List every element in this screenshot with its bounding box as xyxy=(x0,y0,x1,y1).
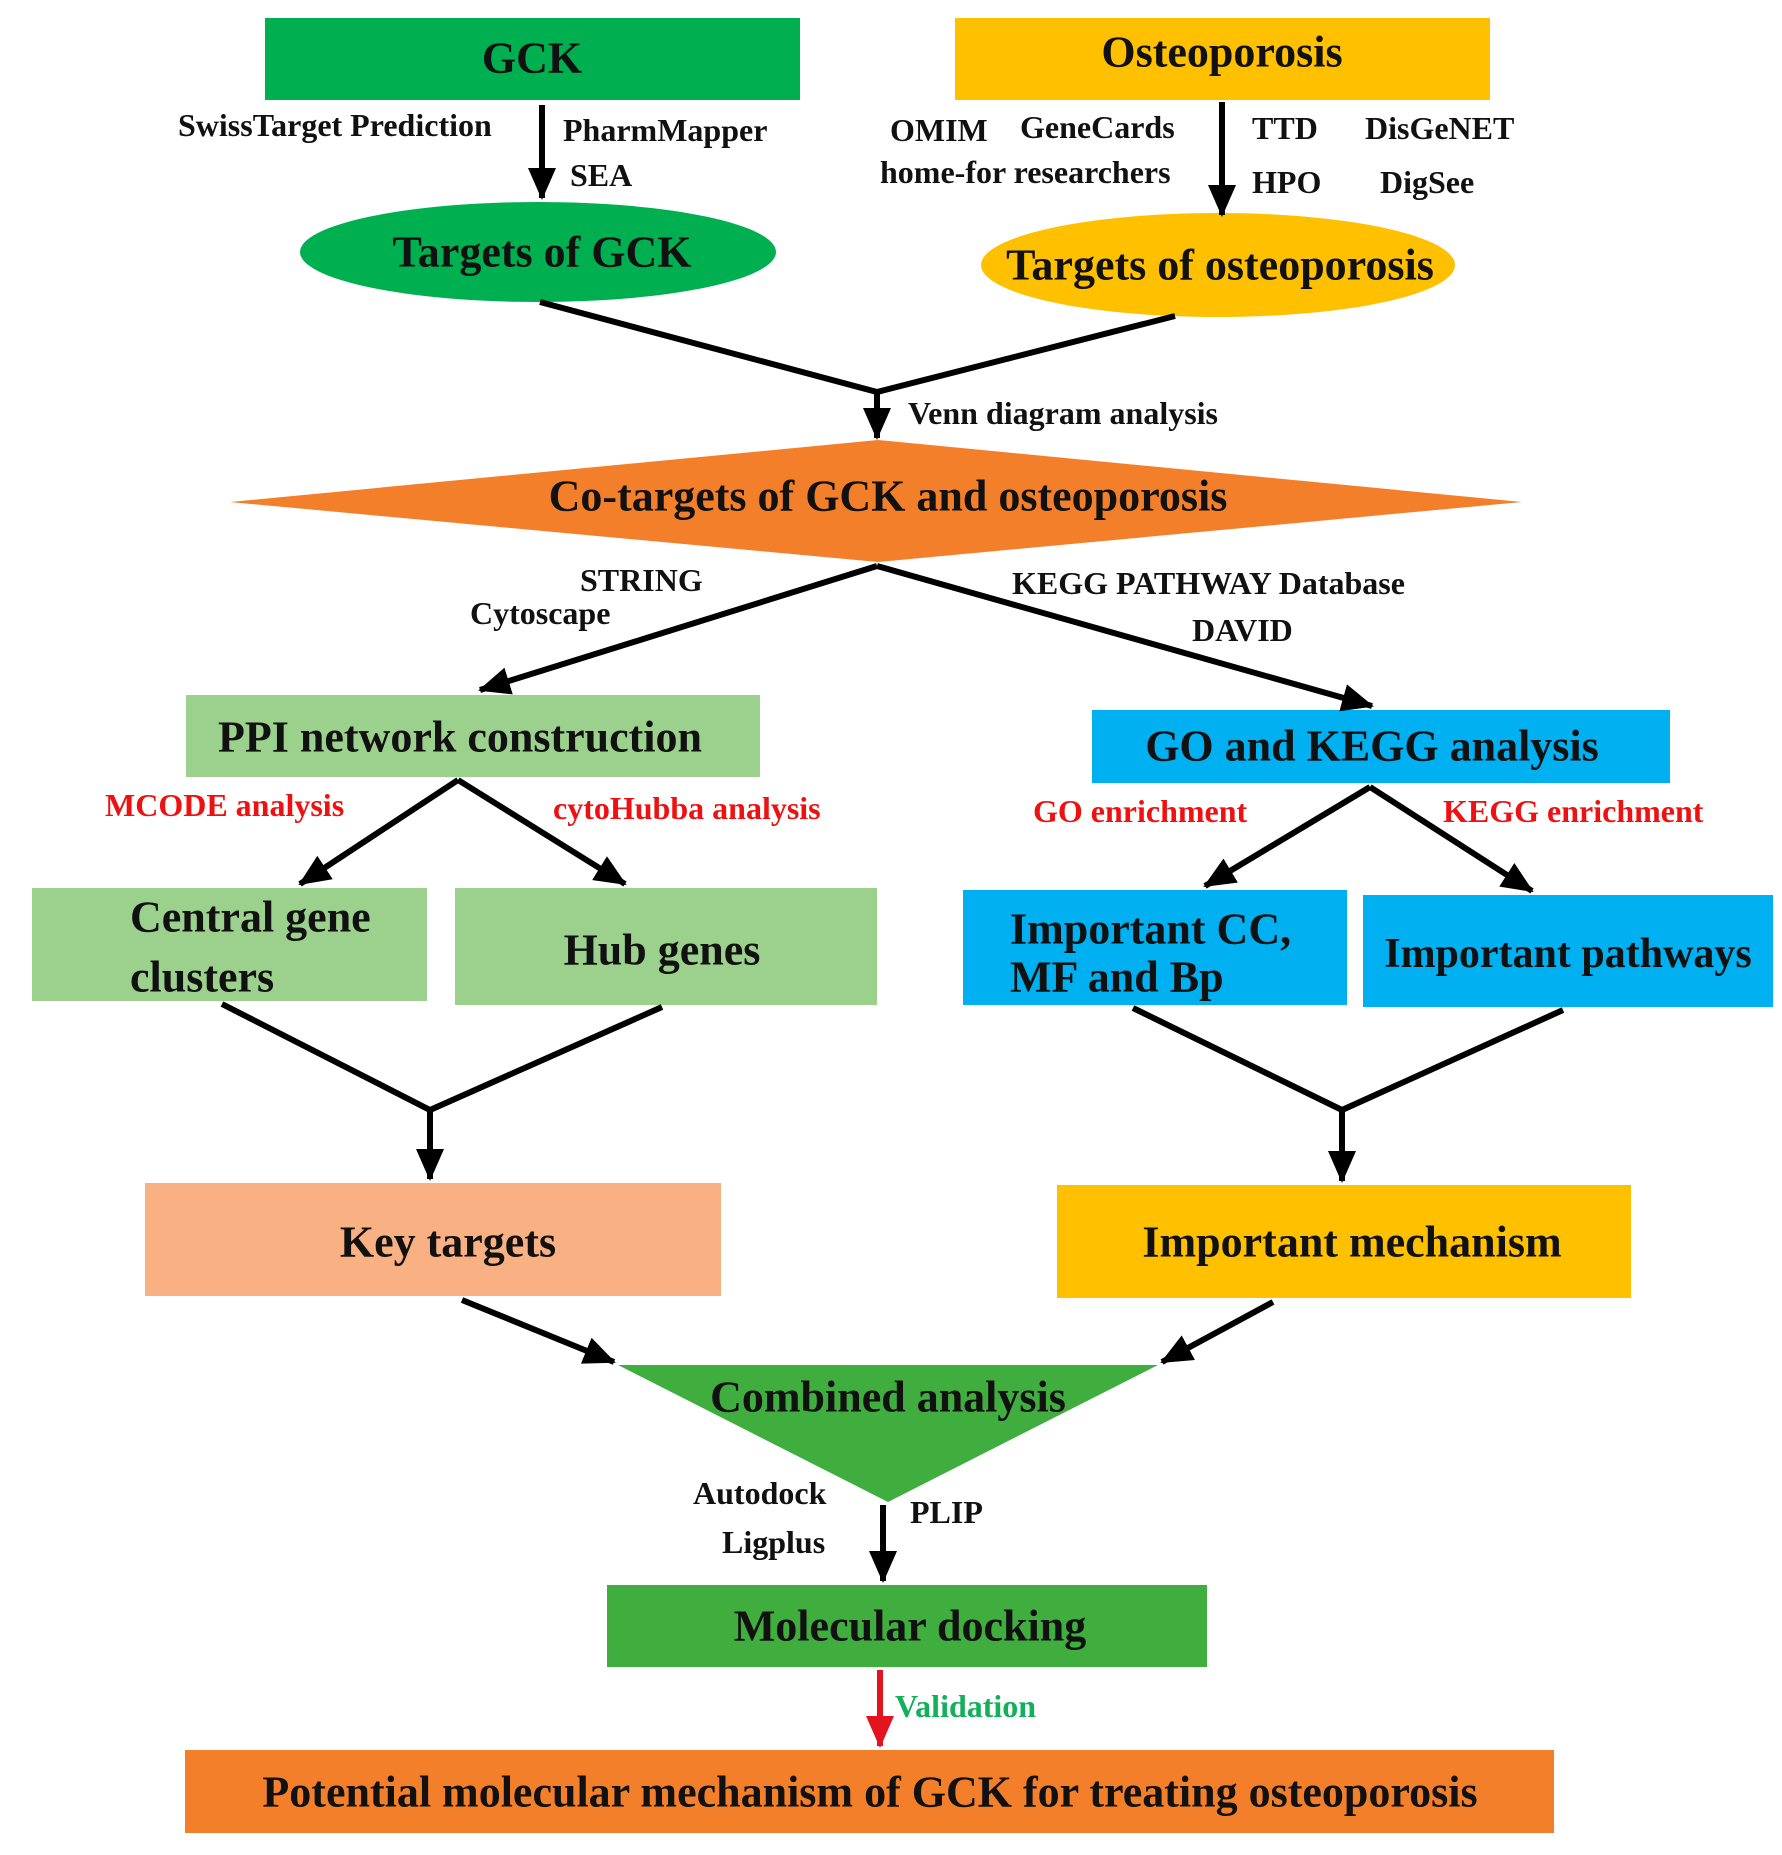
important-cc-line1: Important CC, xyxy=(1010,905,1291,954)
label-venn: Venn diagram analysis xyxy=(908,395,1218,431)
gck-title: GCK xyxy=(482,34,582,83)
important-mechanism-label: Important mechanism xyxy=(1142,1218,1561,1267)
label-validation: Validation xyxy=(895,1688,1036,1724)
label-swisstarget: SwissTarget Prediction xyxy=(178,107,492,143)
label-cytohubba: cytoHubba analysis xyxy=(553,790,821,826)
central-gene-line1: Central gene xyxy=(130,893,371,942)
arrow-to-hub-genes xyxy=(456,777,627,887)
important-pathways-box xyxy=(1363,895,1773,1007)
important-mechanism-box xyxy=(1057,1185,1631,1298)
arrow-to-central-clusters xyxy=(298,777,460,887)
label-sea: SEA xyxy=(570,157,632,193)
key-targets-box xyxy=(145,1183,721,1296)
ppi-box xyxy=(186,695,760,777)
key-targets-label: Key targets xyxy=(340,1218,556,1267)
label-plip: PLIP xyxy=(910,1494,983,1530)
arrow-to-important-pathways xyxy=(1368,784,1534,894)
label-digsee: DigSee xyxy=(1380,164,1474,200)
combined-analysis-label: Combined analysis xyxy=(710,1373,1066,1422)
osteoporosis-title: Osteoporosis xyxy=(1101,28,1342,77)
merge-lines-left xyxy=(220,1001,664,1114)
targets-osteoporosis-label: Targets of osteoporosis xyxy=(1006,241,1434,290)
co-targets-label: Co-targets of GCK and osteoporosis xyxy=(549,472,1228,521)
label-pharmmapper: PharmMapper xyxy=(563,112,767,148)
targets-gck-ellipse xyxy=(300,202,776,302)
important-cc-line2: MF and Bp xyxy=(1010,953,1224,1002)
label-cytoscape: Cytoscape xyxy=(470,595,610,631)
important-cc-box xyxy=(963,890,1347,1005)
merge-lines-venn xyxy=(539,299,1176,396)
osteoporosis-box xyxy=(955,18,1490,100)
label-go-enrichment: GO enrichment xyxy=(1033,793,1248,829)
label-home-for-researchers: home-for researchers xyxy=(880,154,1171,190)
label-string: STRING xyxy=(580,562,703,598)
co-targets-diamond xyxy=(230,440,1522,562)
potential-mechanism-box xyxy=(185,1750,1554,1833)
targets-osteoporosis-ellipse xyxy=(981,213,1455,317)
targets-gck-label: Targets of GCK xyxy=(392,228,691,277)
label-david: DAVID xyxy=(1192,612,1293,648)
label-autodock: Autodock xyxy=(693,1475,827,1511)
label-mcode: MCODE analysis xyxy=(105,787,344,823)
label-kegg-database: KEGG PATHWAY Database xyxy=(1012,565,1405,601)
arrow-to-ppi xyxy=(478,563,878,695)
label-ttd: TTD xyxy=(1252,110,1318,146)
central-gene-clusters-box xyxy=(32,888,427,1001)
label-kegg-enrichment: KEGG enrichment xyxy=(1443,793,1704,829)
central-gene-line2: clusters xyxy=(130,953,274,1002)
hub-genes-label: Hub genes xyxy=(564,926,761,975)
merge-lines-right xyxy=(1131,1005,1565,1114)
gck-box xyxy=(265,18,800,100)
arrow-mechanism-to-combined xyxy=(1160,1299,1275,1365)
label-hpo: HPO xyxy=(1252,164,1321,200)
arrow-to-important-cc xyxy=(1203,784,1372,889)
go-kegg-box xyxy=(1092,710,1670,783)
molecular-docking-box xyxy=(607,1585,1207,1667)
combined-analysis-triangle xyxy=(618,1365,1158,1502)
arrow-to-go-kegg xyxy=(876,563,1374,712)
hub-genes-box xyxy=(455,888,877,1005)
label-disgenet: DisGeNET xyxy=(1365,110,1514,146)
important-pathways-label: Important pathways xyxy=(1384,931,1752,977)
arrow-key-to-combined xyxy=(460,1297,616,1365)
potential-mechanism-label: Potential molecular mechanism of GCK for… xyxy=(262,1768,1477,1817)
molecular-docking-label: Molecular docking xyxy=(734,1602,1086,1651)
label-omim: OMIM xyxy=(890,112,988,148)
label-genecards: GeneCards xyxy=(1020,109,1175,145)
go-kegg-label: GO and KEGG analysis xyxy=(1145,722,1599,771)
label-ligplus: Ligplus xyxy=(722,1524,825,1560)
ppi-label: PPI network construction xyxy=(218,713,702,762)
